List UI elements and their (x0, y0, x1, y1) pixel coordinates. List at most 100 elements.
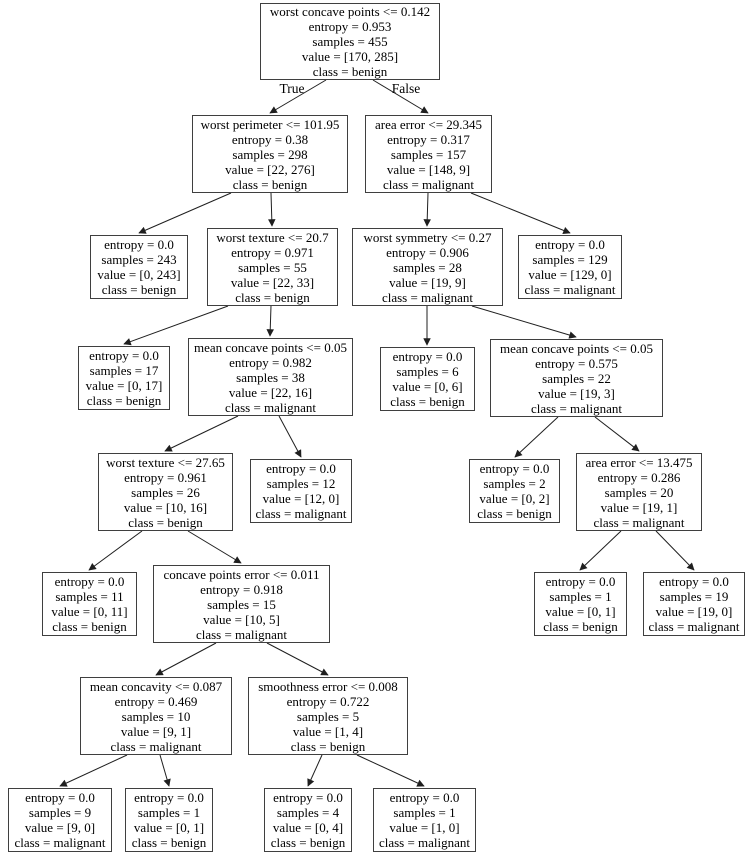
node-entropy: entropy = 0.0 (535, 237, 605, 252)
node-6-leaf[interactable]: entropy = 0.0 samples = 129 value = [129… (518, 235, 622, 299)
node-samples: samples = 17 (89, 363, 159, 378)
node-condition: area error <= 13.475 (585, 454, 693, 470)
node-entropy: entropy = 0.971 (231, 244, 314, 260)
tree-edge-1-3 (138, 192, 232, 234)
tree-edge-10-13 (514, 416, 559, 458)
node-8[interactable]: mean concave points <= 0.05 entropy = 0.… (188, 338, 353, 416)
node-value: value = [170, 285] (301, 49, 399, 64)
node-class: class = benign (128, 514, 203, 530)
node-class: class = benign (101, 282, 177, 297)
node-16[interactable]: concave points error <= 0.011 entropy = … (153, 565, 330, 643)
node-value: value = [0, 243] (97, 267, 181, 282)
node-21-leaf[interactable]: entropy = 0.0 samples = 9 value = [9, 0]… (8, 788, 112, 852)
node-0-root[interactable]: worst concave points <= 0.142 entropy = … (260, 3, 440, 80)
node-2[interactable]: area error <= 29.345 entropy = 0.317 sam… (365, 115, 492, 193)
node-samples: samples = 9 (28, 805, 92, 820)
node-condition: mean concave points <= 0.05 (194, 339, 347, 355)
node-10[interactable]: mean concave points <= 0.05 entropy = 0.… (490, 339, 663, 417)
node-entropy: entropy = 0.722 (286, 693, 370, 709)
tree-edge-20-23 (307, 754, 323, 787)
tree-edge-11-15 (88, 530, 143, 571)
node-19[interactable]: mean concavity <= 0.087 entropy = 0.469 … (80, 677, 232, 755)
node-entropy: entropy = 0.0 (392, 349, 463, 364)
node-4[interactable]: worst texture <= 20.7 entropy = 0.971 sa… (207, 228, 338, 306)
node-samples: samples = 38 (236, 369, 305, 385)
tree-edge-8-11 (164, 415, 239, 452)
node-class: class = benign (290, 738, 366, 754)
node-entropy: entropy = 0.469 (114, 693, 198, 709)
node-entropy: entropy = 0.0 (266, 461, 336, 476)
node-3-leaf[interactable]: entropy = 0.0 samples = 243 value = [0, … (90, 235, 188, 299)
node-value: value = [9, 1] (120, 723, 192, 739)
node-13-leaf[interactable]: entropy = 0.0 samples = 2 value = [0, 2]… (469, 459, 560, 523)
tree-edge-19-21 (59, 754, 128, 787)
node-class: class = malignant (648, 619, 740, 634)
node-samples: samples = 11 (55, 589, 124, 604)
node-samples: samples = 4 (276, 805, 340, 820)
node-condition: area error <= 29.345 (374, 116, 483, 132)
node-class: class = benign (52, 619, 127, 634)
node-samples: samples = 1 (393, 805, 456, 820)
node-value: value = [22, 276] (225, 161, 315, 177)
node-entropy: entropy = 0.0 (54, 574, 125, 589)
node-value: value = [0, 17] (85, 378, 163, 393)
tree-edge-0-1 (269, 79, 327, 114)
node-entropy: entropy = 0.575 (535, 355, 618, 371)
node-samples: samples = 26 (131, 484, 200, 500)
node-value: value = [19, 1] (600, 499, 678, 515)
node-class: class = benign (543, 619, 618, 634)
node-entropy: entropy = 0.0 (104, 237, 174, 252)
node-value: value = [22, 16] (228, 384, 313, 400)
node-12-leaf[interactable]: entropy = 0.0 samples = 12 value = [12, … (250, 459, 352, 523)
node-entropy: entropy = 0.317 (387, 131, 470, 147)
node-9-leaf[interactable]: entropy = 0.0 samples = 6 value = [0, 6]… (380, 347, 475, 411)
node-1[interactable]: worst perimeter <= 101.95 entropy = 0.38… (192, 115, 348, 193)
node-samples: samples = 1 (549, 589, 612, 604)
tree-edge-5-10 (471, 305, 577, 339)
tree-edge-1-4 (268, 192, 276, 227)
node-5[interactable]: worst symmetry <= 0.27 entropy = 0.906 s… (352, 228, 503, 306)
node-class: class = malignant (381, 289, 474, 305)
node-entropy: entropy = 0.0 (389, 790, 460, 805)
node-value: value = [0, 6] (392, 379, 463, 394)
node-value: value = [0, 4] (272, 820, 344, 835)
node-15-leaf[interactable]: entropy = 0.0 samples = 11 value = [0, 1… (42, 572, 137, 636)
node-7-leaf[interactable]: entropy = 0.0 samples = 17 value = [0, 1… (78, 346, 170, 410)
tree-edge-20-24 (356, 754, 425, 787)
node-samples: samples = 243 (101, 252, 177, 267)
edge-label-true: True (279, 81, 305, 96)
node-11[interactable]: worst texture <= 27.65 entropy = 0.961 s… (98, 453, 233, 531)
node-samples: samples = 10 (121, 708, 191, 724)
node-condition: smoothness error <= 0.008 (258, 678, 398, 694)
node-23-leaf[interactable]: entropy = 0.0 samples = 4 value = [0, 4]… (264, 788, 352, 852)
node-17-leaf[interactable]: entropy = 0.0 samples = 1 value = [0, 1]… (534, 572, 627, 636)
node-class: class = malignant (378, 835, 471, 850)
node-entropy: entropy = 0.982 (229, 354, 312, 370)
node-20[interactable]: smoothness error <= 0.008 entropy = 0.72… (248, 677, 408, 755)
node-samples: samples = 129 (532, 252, 608, 267)
node-value: value = [129, 0] (528, 267, 612, 282)
node-condition: worst texture <= 20.7 (216, 229, 329, 245)
node-condition: worst perimeter <= 101.95 (200, 116, 340, 132)
node-samples: samples = 12 (266, 476, 336, 491)
node-class: class = benign (270, 835, 346, 850)
tree-edge-16-19 (155, 642, 217, 676)
node-18-leaf[interactable]: entropy = 0.0 samples = 19 value = [19, … (643, 572, 745, 636)
node-24-leaf[interactable]: entropy = 0.0 samples = 1 value = [1, 0]… (373, 788, 476, 852)
node-22-leaf[interactable]: entropy = 0.0 samples = 1 value = [0, 1]… (125, 788, 213, 852)
node-value: value = [0, 11] (51, 604, 128, 619)
node-entropy: entropy = 0.918 (200, 581, 283, 597)
node-class: class = malignant (255, 506, 347, 521)
tree-edge-8-12 (278, 415, 302, 458)
node-value: value = [1, 0] (389, 820, 460, 835)
node-samples: samples = 5 (296, 708, 360, 724)
node-entropy: entropy = 0.961 (124, 469, 207, 485)
node-condition: worst concave points <= 0.142 (269, 4, 431, 19)
node-value: value = [19, 3] (538, 385, 615, 401)
node-samples: samples = 455 (312, 34, 388, 49)
node-samples: samples = 298 (232, 146, 308, 162)
node-14[interactable]: area error <= 13.475 entropy = 0.286 sam… (576, 453, 702, 531)
node-samples: samples = 19 (659, 589, 729, 604)
node-class: class = malignant (382, 176, 475, 192)
